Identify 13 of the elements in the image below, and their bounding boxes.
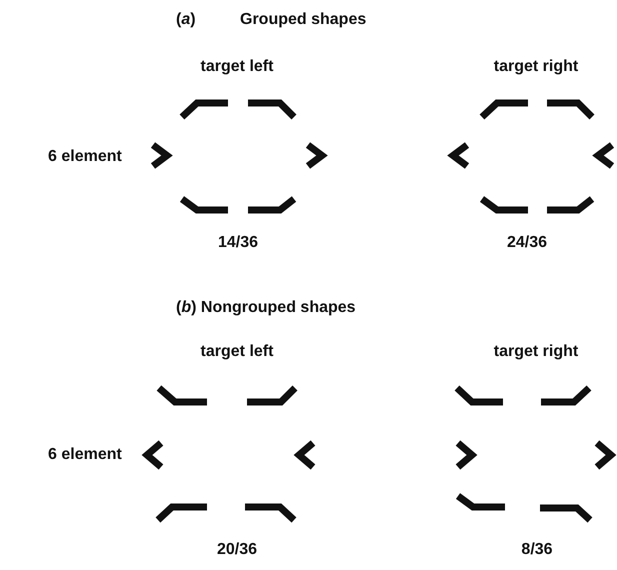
row-label: 6 element <box>48 147 122 167</box>
score-label: 20/36 <box>216 540 258 560</box>
column-heading: target left <box>200 57 274 77</box>
column-heading: target right <box>494 57 578 77</box>
row-label: 6 element <box>48 445 122 465</box>
panel-heading: (a) <box>176 10 196 30</box>
score-label: 8/36 <box>521 540 553 560</box>
panel-heading: Grouped shapes <box>240 10 366 30</box>
score-label: 24/36 <box>506 233 548 253</box>
column-heading: target right <box>494 342 578 362</box>
panel-heading: (b) Nongrouped shapes <box>176 298 356 318</box>
column-heading: target left <box>200 342 274 362</box>
score-label: 14/36 <box>218 233 258 253</box>
